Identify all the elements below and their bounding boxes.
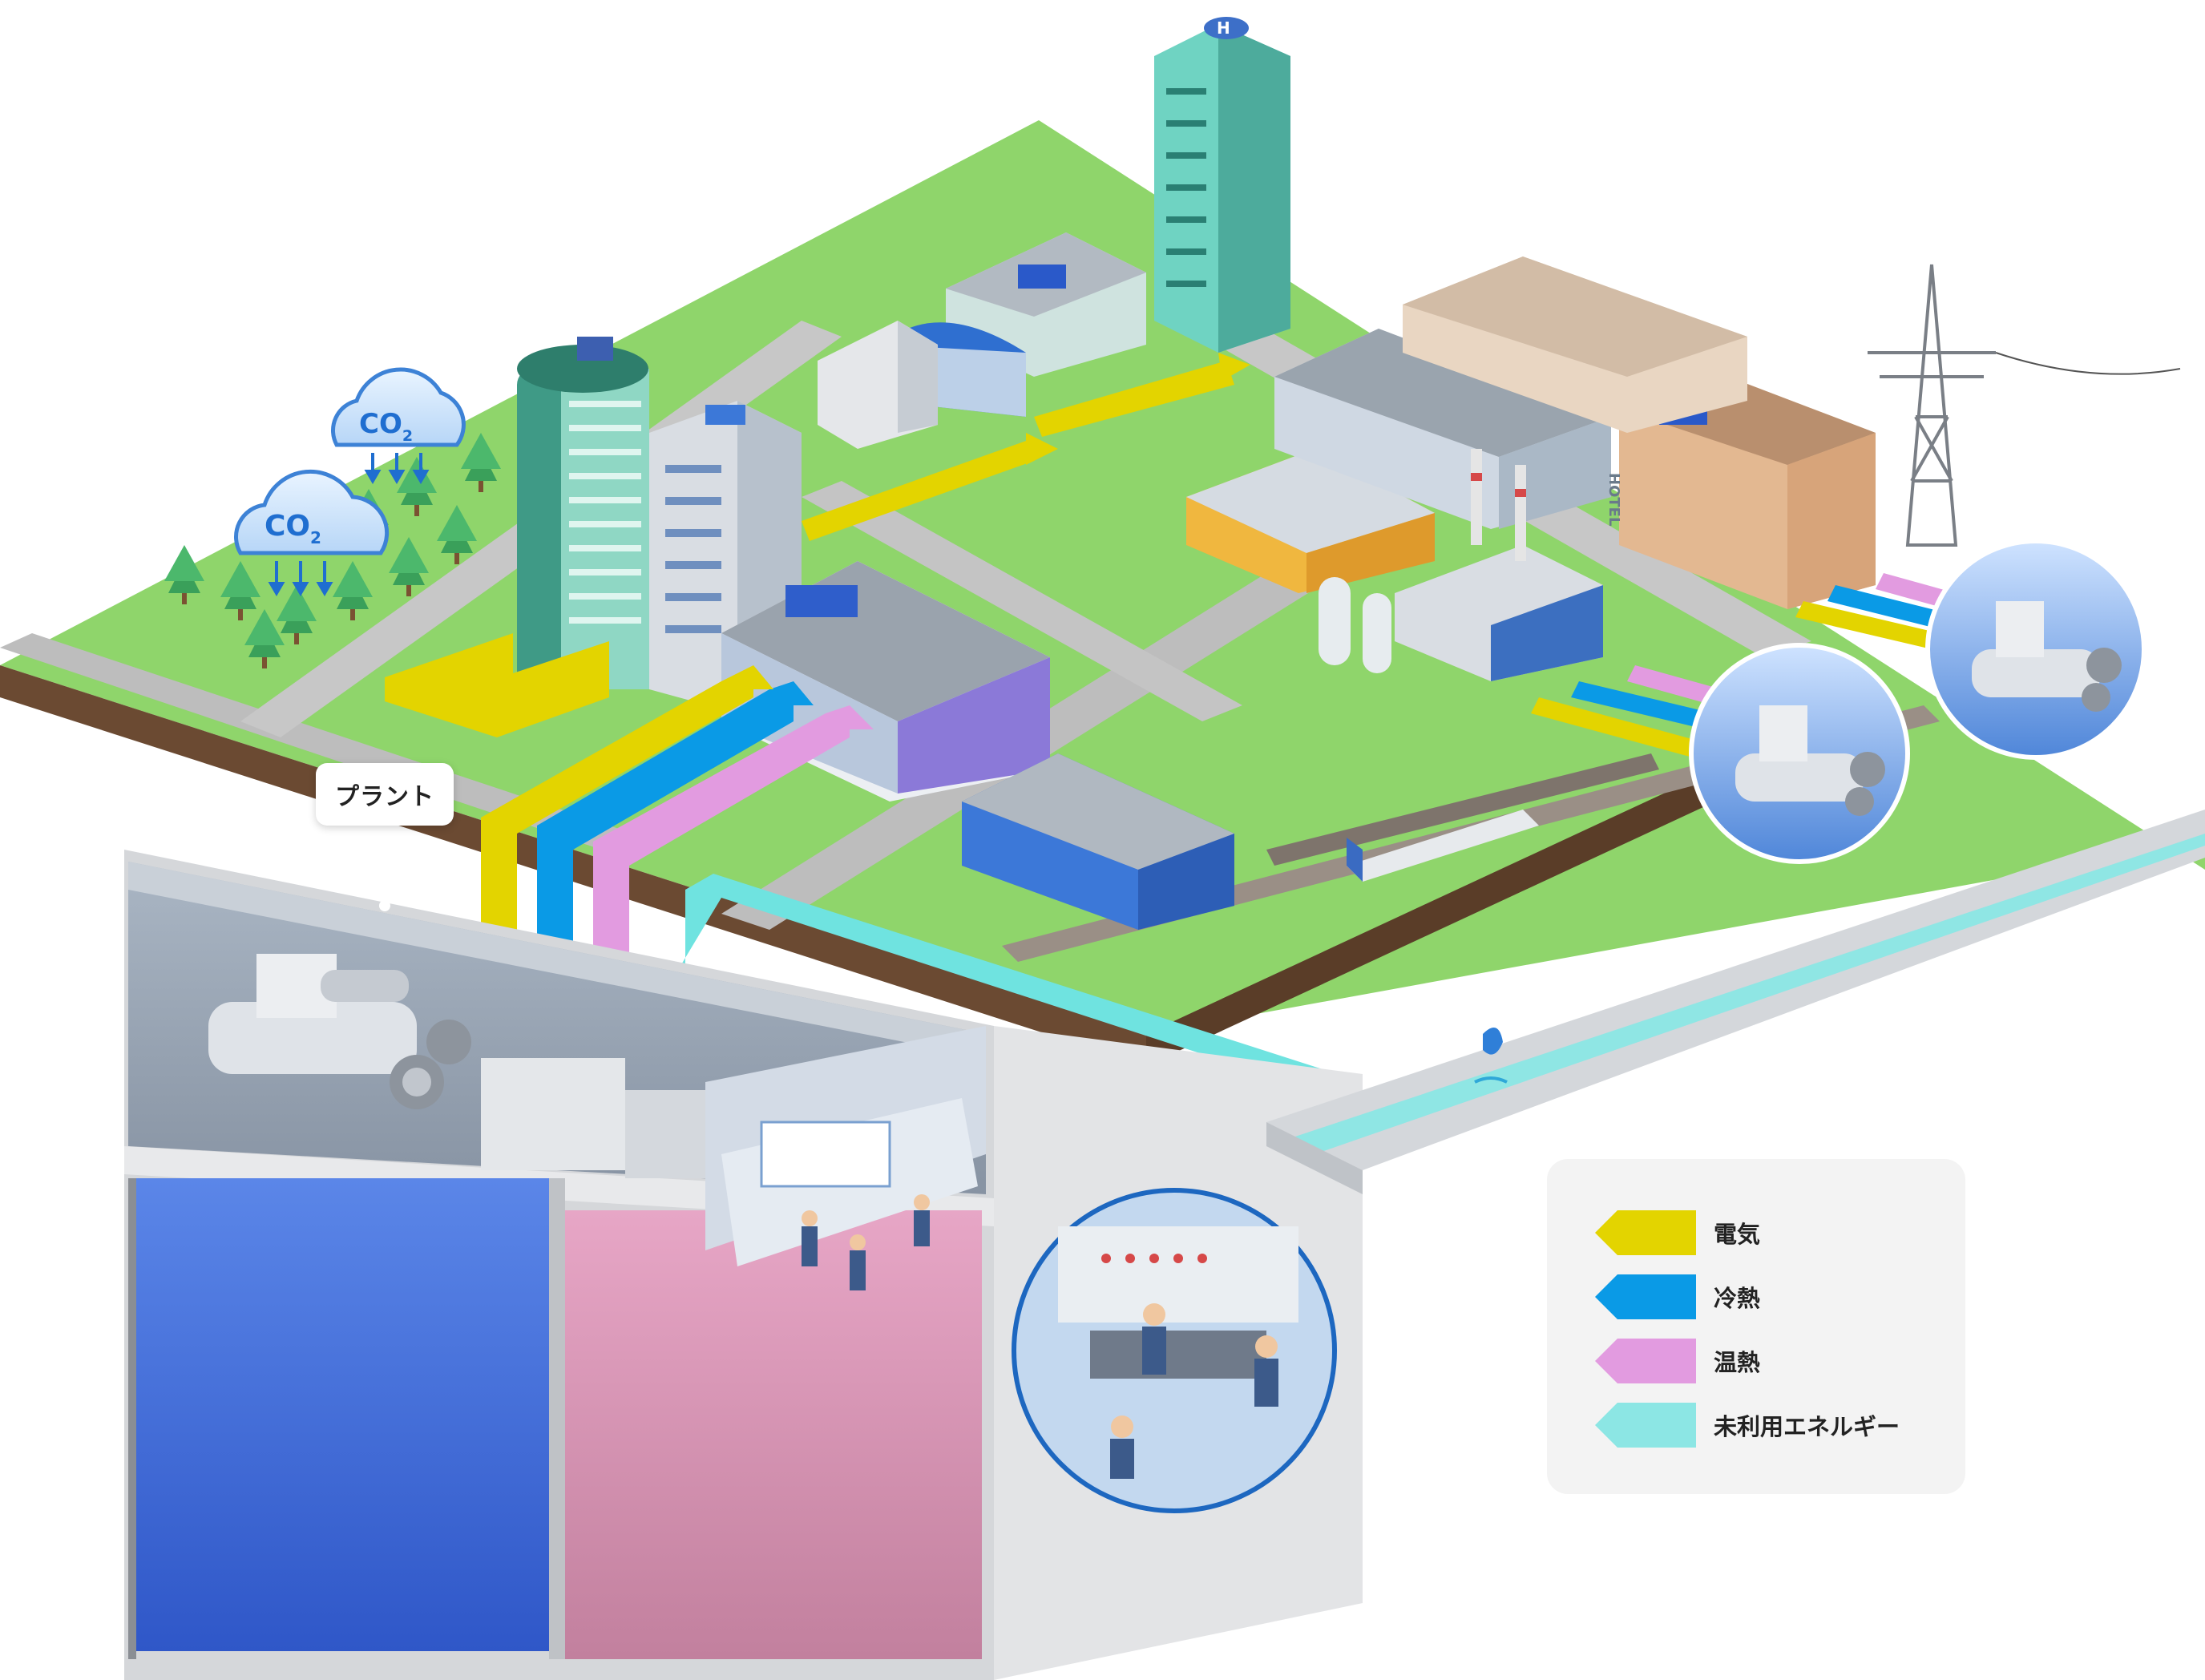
legend-label: 未利用エネルギー [1714, 1413, 1900, 1440]
arrow-left-icon [1595, 1403, 1696, 1448]
worker-icon [802, 1194, 930, 1290]
plant-cutaway [124, 850, 1363, 1680]
plant-label-dot [379, 900, 390, 911]
building-icon: H [1154, 17, 1290, 353]
legend: 電気 冷熱 温熱 未利用エネルギー [1547, 1159, 1965, 1494]
svg-text:CO2: CO2 [359, 408, 413, 445]
building-icon [1319, 449, 1603, 681]
control-room-inset [1012, 1188, 1337, 1513]
chiller-inset-1 [1689, 643, 1910, 864]
building-icon [517, 337, 649, 689]
building-icon [1274, 329, 1611, 529]
co2-cloud-2: CO2 [331, 367, 466, 484]
arrow-left-icon [1595, 1274, 1696, 1319]
co2-cloud-1: CO2 [234, 469, 390, 596]
legend-item-heating: 温熱 [1595, 1337, 1760, 1385]
svg-text:H: H [1217, 18, 1230, 38]
legend-item-cooling: 冷熱 [1595, 1273, 1760, 1321]
building-icon [1403, 256, 1747, 433]
chiller-icon [1972, 601, 2122, 712]
chiller-inset-2 [1925, 539, 2146, 760]
tree-icon [164, 545, 204, 604]
tree-icon [277, 585, 317, 644]
tree-icon [461, 433, 501, 492]
tree-icon [220, 561, 260, 620]
worker-icon [1110, 1303, 1278, 1479]
control-room [705, 1026, 986, 1290]
arrow-left-icon [1595, 1339, 1696, 1383]
down-arrow-icon [364, 453, 430, 484]
co2-subscript: 2 [402, 427, 413, 445]
pylon-icon [1868, 264, 2181, 547]
legend-label: 電気 [1714, 1221, 1761, 1248]
legend-label: 温熱 [1714, 1349, 1761, 1376]
building-icon [818, 321, 938, 449]
legend-label: 冷熱 [1714, 1285, 1761, 1312]
cloud-icon [234, 469, 390, 555]
tree-icon [333, 561, 373, 620]
building-icon [962, 753, 1234, 930]
plant-label: プラント [316, 763, 454, 826]
cloud-icon [331, 367, 466, 447]
co2-subscript: 2 [310, 528, 321, 547]
svg-text:CO2: CO2 [265, 510, 321, 547]
fish-icon [1474, 1028, 1508, 1084]
co2-label: CO [265, 510, 310, 543]
chiller-icon [1735, 705, 1885, 816]
legend-item-unused-energy: 未利用エネルギー [1595, 1401, 1900, 1449]
co2-label: CO [359, 408, 402, 440]
down-arrow-icon [268, 561, 333, 596]
energy-arrows-ground [385, 353, 1956, 761]
water-channel [1266, 810, 2205, 1194]
tree-icon [437, 505, 477, 564]
train [1347, 810, 1539, 882]
tree-icon [389, 537, 429, 596]
legend-item-electricity: 電気 [1595, 1209, 1760, 1257]
arrow-left-icon [1595, 1210, 1696, 1255]
tree-icon [244, 609, 285, 668]
chiller-icon [208, 954, 705, 1178]
hotel-sign: HOTEL [1605, 473, 1622, 526]
